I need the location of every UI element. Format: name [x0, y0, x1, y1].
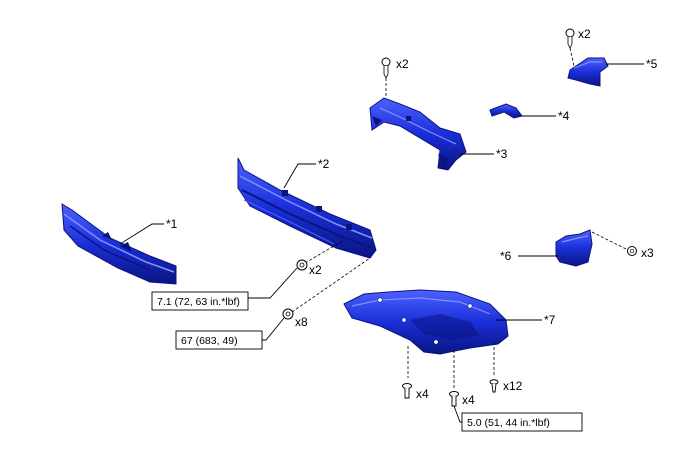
part-label-7: *7	[544, 313, 556, 327]
part-label-2: *2	[318, 157, 330, 171]
part-label-5: *5	[646, 57, 658, 71]
clip-fastener-icon	[381, 57, 391, 79]
clip-fastener-icon	[565, 28, 575, 49]
part-3-bracket	[369, 97, 467, 171]
part-label-3: *3	[496, 147, 508, 161]
torque-1: 7.1 (72, 63 in.*lbf)	[157, 296, 240, 308]
nut-fastener-icon	[296, 259, 308, 271]
clip-fastener-icon	[489, 379, 499, 393]
part-label-1: *1	[166, 217, 178, 231]
part-4-clip-bracket	[489, 103, 523, 119]
part-label-6: *6	[500, 249, 512, 263]
qty-part2-bolt: x8	[295, 315, 308, 329]
torque-box-2	[175, 330, 263, 350]
torque-2: 67 (683, 49)	[181, 335, 238, 347]
bolt-fastener-icon	[282, 308, 294, 320]
part-5-bracket	[567, 57, 609, 87]
qty-part7-clip: x12	[503, 379, 523, 393]
qty-part3-clip: x2	[396, 57, 409, 71]
qty-part2-nut: x2	[309, 263, 322, 277]
qty-part5-clip: x2	[578, 27, 591, 41]
bolt-fastener-icon	[449, 391, 459, 407]
part-2-bumper-reinforcement	[237, 157, 377, 259]
qty-part7-bolt-b: x4	[462, 393, 475, 407]
bolt-fastener-icon	[402, 383, 412, 399]
screw-fastener-icon	[627, 246, 637, 256]
torque-3: 5.0 (51, 44 in.*lbf)	[467, 417, 550, 429]
part-1-reinforcement	[61, 203, 177, 285]
part-label-4: *4	[558, 109, 570, 123]
torque-box-1	[151, 291, 249, 311]
part-6-side-bracket	[555, 229, 593, 267]
part-7-under-cover	[343, 289, 509, 355]
qty-part7-bolt-a: x4	[416, 387, 429, 401]
qty-part6-screw: x3	[641, 246, 654, 260]
torque-box-3	[461, 412, 583, 432]
